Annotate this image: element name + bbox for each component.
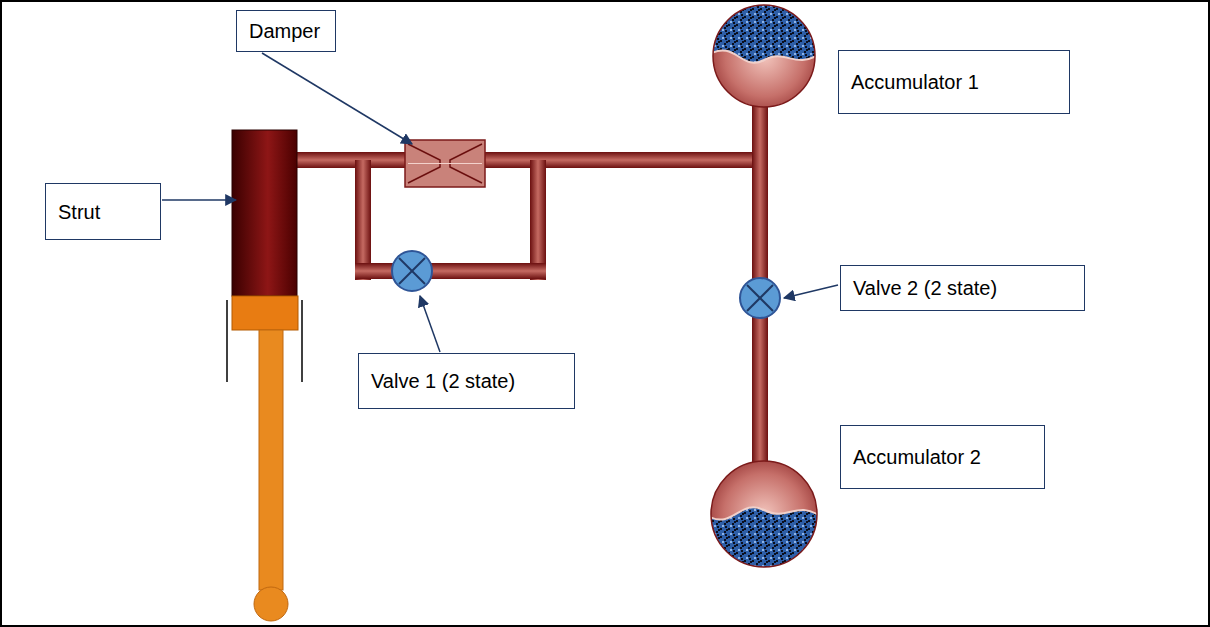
pipes bbox=[296, 95, 768, 475]
callout-label: Damper bbox=[249, 19, 320, 43]
valve-symbol bbox=[740, 278, 780, 318]
callout-label: Strut bbox=[58, 200, 100, 224]
callout-box: Valve 2 (2 state) bbox=[840, 265, 1085, 311]
housing-wall bbox=[301, 300, 303, 382]
callout-box: Valve 1 (2 state) bbox=[358, 353, 575, 409]
damper-symbol bbox=[405, 140, 485, 187]
callout-label: Valve 1 (2 state) bbox=[371, 369, 515, 393]
housing-wall bbox=[226, 300, 228, 382]
valve-symbol bbox=[392, 251, 432, 291]
leader-lines bbox=[162, 53, 838, 352]
callout-box: Damper bbox=[236, 10, 336, 52]
callout-box: Accumulator 1 bbox=[838, 50, 1070, 114]
accumulator-symbol bbox=[708, 458, 820, 570]
callout-label: Valve 2 (2 state) bbox=[853, 276, 997, 300]
callout-box: Accumulator 2 bbox=[840, 425, 1045, 489]
accumulator-symbol bbox=[710, 0, 820, 112]
callout-label: Accumulator 1 bbox=[851, 70, 979, 94]
strut-cylinder bbox=[232, 130, 298, 621]
callout-label: Accumulator 2 bbox=[853, 445, 981, 469]
callout-box: Strut bbox=[45, 183, 161, 240]
